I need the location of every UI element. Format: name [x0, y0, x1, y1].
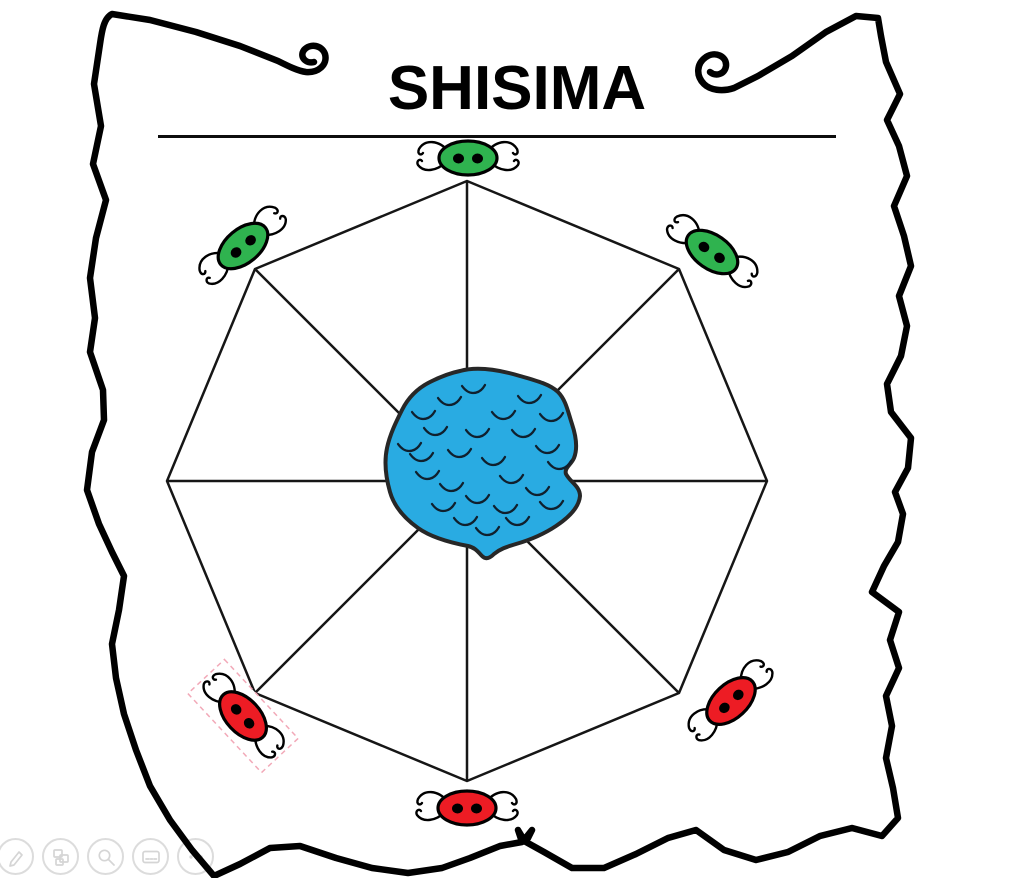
wave-mark-icon — [474, 525, 501, 537]
pond-shape — [383, 366, 582, 561]
ellipsis-icon — [185, 846, 207, 868]
wave-mark-icon — [516, 393, 543, 405]
subtitles-button[interactable] — [132, 838, 169, 875]
red-waterbug-icon — [414, 789, 520, 827]
wave-mark-icon — [464, 427, 491, 439]
wave-mark-icon — [538, 411, 565, 423]
game-pieces — [186, 139, 782, 827]
green-waterbug-icon — [415, 139, 521, 177]
subtitles-icon — [140, 846, 162, 868]
wave-mark-icon — [430, 501, 457, 513]
wave-mark-icon — [410, 409, 437, 421]
wave-mark-icon — [422, 425, 449, 437]
zoom-slide-button[interactable] — [87, 838, 124, 875]
wave-mark-icon — [504, 515, 531, 527]
wave-mark-icon — [460, 383, 487, 395]
red-waterbug-icon — [680, 652, 782, 750]
slideshow-toolbar — [0, 838, 214, 875]
octagon-board — [165, 179, 769, 783]
wave-mark-icon — [510, 427, 537, 439]
wave-mark-icon — [446, 447, 473, 459]
wave-mark-icon — [546, 459, 573, 471]
wave-mark-icon — [534, 443, 561, 455]
wave-mark-icon — [480, 455, 507, 467]
game-piece-red-bottom[interactable] — [414, 789, 520, 827]
all-slides-button[interactable] — [42, 838, 79, 875]
title-underline — [158, 135, 836, 138]
wave-mark-icon — [438, 481, 465, 493]
green-waterbug-icon — [659, 207, 765, 297]
water-pond — [383, 366, 582, 561]
game-piece-red-bottom-right[interactable] — [680, 652, 782, 750]
pond-wave-marks — [396, 383, 573, 537]
magnifier-icon — [95, 846, 117, 868]
pen-icon — [5, 846, 27, 868]
wave-mark-icon — [490, 409, 517, 421]
wave-mark-icon — [498, 473, 525, 485]
game-piece-green-top-right[interactable] — [659, 207, 765, 297]
wave-mark-icon — [436, 395, 463, 407]
page-title: SHISIMA — [387, 54, 647, 123]
wave-mark-icon — [524, 485, 551, 497]
wave-mark-icon — [452, 515, 479, 527]
wave-mark-icon — [538, 499, 565, 511]
wave-mark-icon — [464, 493, 491, 505]
green-waterbug-icon — [191, 198, 295, 294]
wave-mark-icon — [414, 469, 441, 481]
wave-mark-icon — [492, 503, 519, 515]
game-piece-red-bottom-left[interactable] — [186, 658, 300, 774]
game-piece-green-top[interactable] — [415, 139, 521, 177]
wave-mark-icon — [396, 441, 423, 453]
wave-mark-icon — [408, 451, 435, 463]
game-piece-green-top-left[interactable] — [191, 198, 295, 294]
more-options-button[interactable] — [177, 838, 214, 875]
pen-tool-button[interactable] — [0, 838, 34, 875]
all-slides-icon — [50, 846, 72, 868]
